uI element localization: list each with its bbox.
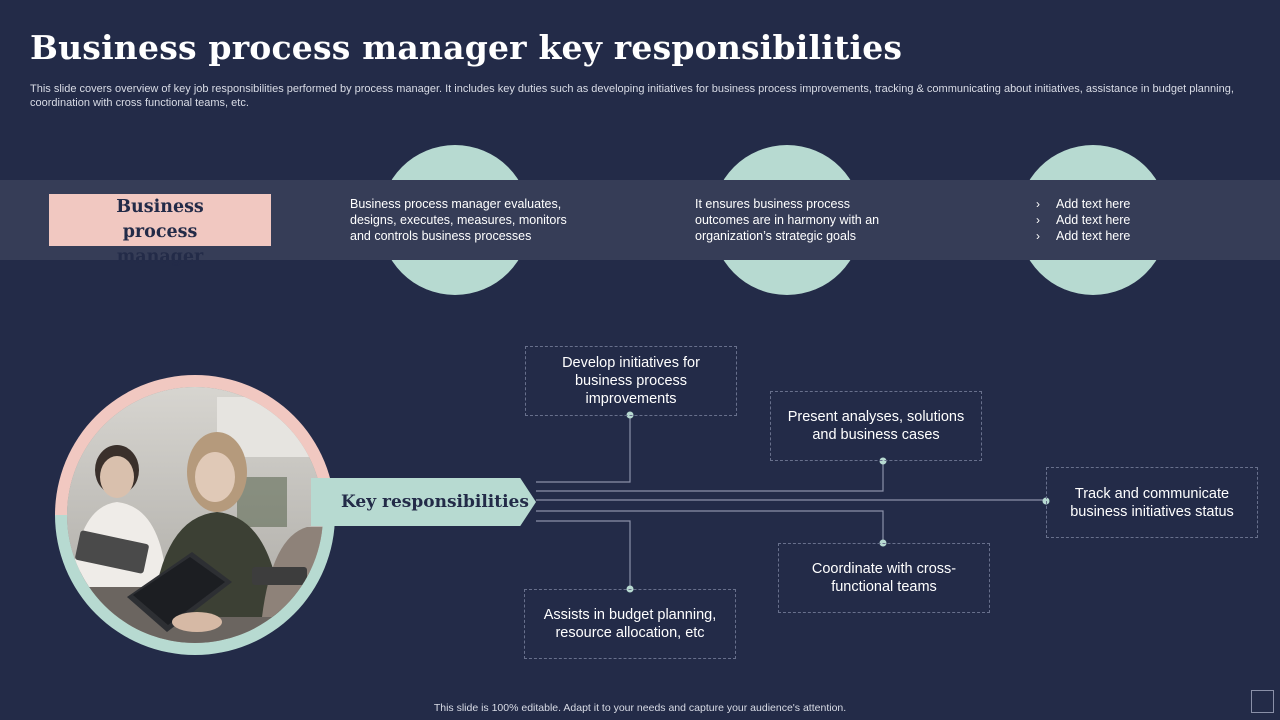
responsibility-track-box: Track and communicate business initiativ… [1046, 467, 1258, 538]
meeting-photo-illustration [67, 387, 323, 643]
responsibility-develop-text: Develop initiatives for business process… [562, 355, 700, 407]
chevron-right-icon: › [1036, 213, 1040, 227]
band-column-1: Business process manager evaluates, desi… [350, 197, 567, 243]
role-title-box: Business process manager [49, 194, 271, 267]
band-bullet-label: Add text here [1056, 229, 1131, 243]
band-column-2: It ensures business process outcomes are… [695, 197, 880, 243]
responsibility-assists-text: Assists in budget planning, resource all… [543, 607, 717, 641]
chevron-right-icon: › [1036, 229, 1040, 243]
footer-note: This slide is 100% editable. Adapt it to… [433, 702, 847, 714]
page-subtitle: This slide covers overview of key job re… [30, 83, 1234, 109]
page-title: Business process manager key responsibil… [30, 28, 903, 67]
team-photo [67, 387, 323, 643]
band-bullet-item: › Add text here [1036, 196, 1236, 212]
responsibility-coordinate-text: Coordinate with cross-functional teams [811, 561, 957, 595]
responsibility-present-text: Present analyses, solutions and business… [787, 409, 965, 443]
corner-square-button[interactable] [1251, 690, 1274, 713]
role-title: Business process manager [116, 197, 204, 267]
band-bullet-label: Add text here [1056, 197, 1131, 211]
band-bullet-list: › Add text here › Add text here › Add text … [1036, 196, 1236, 244]
responsibility-coordinate-box: Coordinate with cross-functional teams [778, 543, 990, 613]
responsibility-develop-box: Develop initiatives for business process… [525, 346, 737, 416]
responsibility-assists-box: Assists in budget planning, resource all… [524, 589, 736, 659]
band-bullet-item: › Add text here [1036, 212, 1236, 228]
band-bullet-item: › Add text here [1036, 228, 1236, 244]
responsibility-present-box: Present analyses, solutions and business… [770, 391, 982, 461]
chevron-right-icon: › [1036, 197, 1040, 211]
responsibility-track-text: Track and communicate business initiativ… [1070, 485, 1234, 520]
key-responsibilities-tag: Key responsibilities [311, 478, 536, 526]
band-bullet-label: Add text here [1056, 213, 1131, 227]
